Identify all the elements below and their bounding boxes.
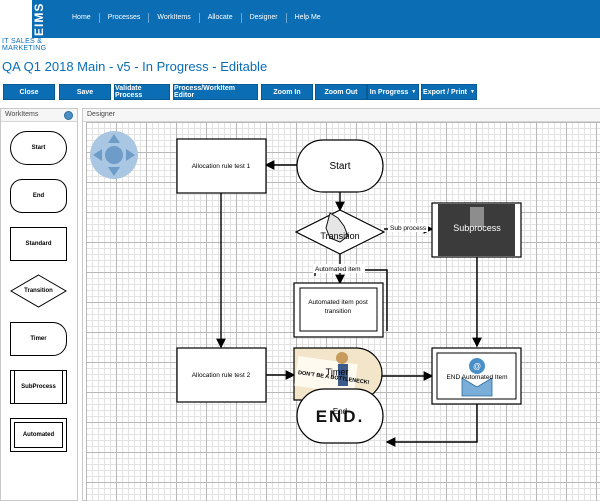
automated-inner-border xyxy=(14,422,63,448)
node-allocation-rule-2[interactable]: Allocation rule test 2 xyxy=(176,347,267,403)
palette-end[interactable]: End xyxy=(10,179,67,213)
logo-subtitle-line1: IT SALES & xyxy=(2,38,43,45)
palette-automated-label: Automated xyxy=(22,432,55,438)
main-nav: Home Processes WorkItems Allocate Design… xyxy=(64,13,329,23)
palette-subprocess[interactable]: SubProcess xyxy=(10,370,67,404)
node-start-label: Start xyxy=(329,161,350,172)
status-dropdown-label: In Progress xyxy=(369,88,409,96)
end-stamp-image: END. xyxy=(316,407,365,426)
workitems-panel-header: WorkItems xyxy=(1,109,77,122)
chevron-down-icon: ▼ xyxy=(470,89,475,95)
node-start[interactable]: Start xyxy=(296,139,384,193)
pan-control-icon[interactable] xyxy=(90,131,138,179)
nav-allocate[interactable]: Allocate xyxy=(200,13,242,23)
node-subprocess-label: Subprocess xyxy=(453,223,501,233)
process-workitem-editor-button[interactable]: Process/WorkItem Editor xyxy=(173,84,258,100)
node-allocation-rule-2-label: Allocation rule test 2 xyxy=(192,372,251,379)
designer-panel-header: Designer xyxy=(83,109,600,122)
palette-transition[interactable]: Transition xyxy=(10,274,67,308)
email-icon xyxy=(469,358,485,374)
diamond-shape xyxy=(10,274,67,308)
collapse-icon[interactable] xyxy=(64,111,73,120)
hand-icon xyxy=(470,207,484,227)
node-subprocess[interactable]: Subprocess xyxy=(431,202,522,258)
node-end-label: End xyxy=(333,407,347,416)
subprocess-bars xyxy=(14,371,63,403)
export-print-label: Export / Print xyxy=(423,88,467,96)
node-end[interactable]: END. End xyxy=(296,388,384,444)
edge-end-automated-end[interactable] xyxy=(385,404,478,447)
workitems-panel-title: WorkItems xyxy=(5,111,39,118)
palette-subprocess-label: SubProcess xyxy=(21,384,56,390)
validate-process-button[interactable]: Validate Process xyxy=(114,84,170,100)
zoom-out-button[interactable]: Zoom Out xyxy=(315,84,367,100)
node-transition-label: Transition xyxy=(320,231,359,241)
node-timer-label: Timer xyxy=(326,367,349,377)
workitems-panel: WorkItems Start End Standard Transition … xyxy=(0,108,78,501)
palette-start[interactable]: Start xyxy=(10,131,67,165)
export-print-dropdown[interactable]: Export / Print▼ xyxy=(421,84,477,100)
palette-transition-label: Transition xyxy=(24,288,53,294)
email-at-icon: @ xyxy=(473,362,481,371)
node-transition[interactable]: Transition xyxy=(294,209,386,255)
logo[interactable]: EIMS xyxy=(0,0,48,38)
edge-label-sub-process: Sub process xyxy=(390,225,427,232)
hand-cursor-icon xyxy=(325,212,349,243)
nav-designer[interactable]: Designer xyxy=(242,13,287,23)
logo-subtitle: IT SALES & MARKETING xyxy=(2,38,46,52)
top-navigation-bar: EIMS Home Processes WorkItems Allocate D… xyxy=(0,0,600,38)
node-allocation-rule-1-label: Allocation rule test 1 xyxy=(192,163,251,170)
node-automated-post-label-2: transition xyxy=(325,308,352,315)
edge-label-bg xyxy=(313,264,365,273)
node-end-automated[interactable]: @ END Automated Item xyxy=(431,347,522,405)
nav-help[interactable]: Help Me xyxy=(294,14,321,21)
nav-processes[interactable]: Processes xyxy=(100,13,150,23)
edge-label-automated-item: Automated item xyxy=(315,266,361,273)
node-end-automated-label: END Automated Item xyxy=(446,374,507,381)
logo-subtitle-line2: MARKETING xyxy=(2,45,47,52)
close-button[interactable]: Close xyxy=(3,84,55,100)
nav-workitems[interactable]: WorkItems xyxy=(149,13,200,23)
avatar-head-icon xyxy=(336,352,348,364)
node-automated-post-transition[interactable]: Automated item post transition xyxy=(293,282,384,338)
envelope-icon xyxy=(461,377,493,397)
edge-label-bg xyxy=(388,223,428,232)
chevron-down-icon: ▼ xyxy=(411,89,417,95)
node-automated-post-label-1: Automated item post xyxy=(308,299,368,306)
palette-automated[interactable]: Automated xyxy=(10,418,67,452)
save-button[interactable]: Save xyxy=(59,84,111,100)
palette-standard[interactable]: Standard xyxy=(10,227,67,261)
avatar-body-icon xyxy=(338,364,348,386)
node-allocation-rule-1[interactable]: Allocation rule test 1 xyxy=(176,138,267,194)
designer-panel-title: Designer xyxy=(87,111,116,118)
page-title: QA Q1 2018 Main - v5 - In Progress - Edi… xyxy=(2,59,268,74)
status-dropdown[interactable]: In Progress▼ xyxy=(367,84,419,100)
zoom-in-button[interactable]: Zoom In xyxy=(261,84,313,100)
palette-timer[interactable]: Timer xyxy=(10,322,67,356)
nav-home[interactable]: Home xyxy=(64,13,100,23)
